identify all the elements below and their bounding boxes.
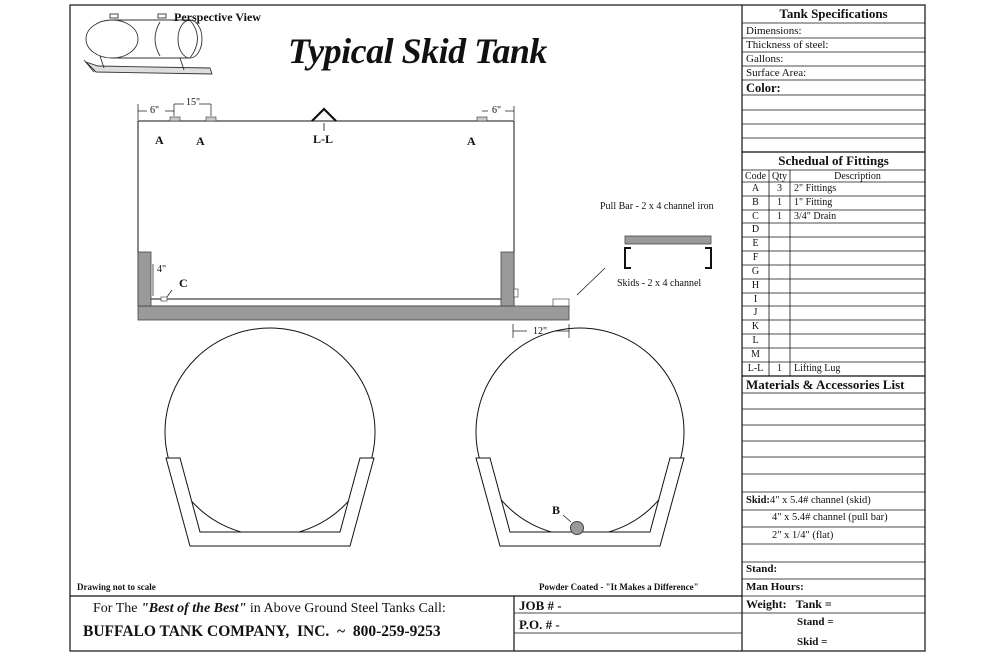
spec-thickness: Thickness of steel: — [746, 39, 829, 51]
fitting-description: Lifting Lug — [794, 363, 841, 374]
dim-6-left: 6" — [150, 105, 160, 116]
fitting-mark-a1: A — [155, 133, 164, 147]
skid-item-3: 2" x 1/4" (flat) — [772, 530, 834, 541]
perspective-sketch — [83, 13, 213, 75]
perspective-label: Perspective View — [174, 10, 261, 24]
powder-coated-note: Powder Coated - "It Makes a Difference" — [539, 582, 699, 592]
fitting-qty: 1 — [777, 211, 782, 222]
dim-6-right: 6" — [492, 105, 502, 116]
skid-item-2: 4" x 5.4# channel (pull bar) — [772, 512, 888, 523]
materials-header: Materials & Accessories List — [746, 377, 905, 392]
dim-4: 4" — [157, 264, 167, 275]
weight-skid: Skid = — [797, 636, 828, 648]
skid-label: Skid: — [746, 495, 770, 506]
job-label: JOB # - — [519, 598, 562, 613]
skids-label: Skids - 2 x 4 channel — [617, 278, 702, 289]
spec-surface-area: Surface Area: — [746, 67, 807, 79]
fittings-col-qty: Qty — [772, 171, 787, 182]
fitting-qty: 1 — [777, 197, 782, 208]
spec-color: Color: — [746, 81, 781, 95]
weight-label: Weight: — [746, 597, 787, 611]
footer-call-suffix: in Above Ground Steel Tanks Call: — [246, 601, 446, 616]
fittings-col-code: Code — [744, 171, 767, 182]
fitting-mark-ll: L-L — [313, 132, 334, 146]
fitting-code: M — [751, 349, 760, 360]
fitting-code: I — [753, 294, 758, 305]
side-elevation — [137, 103, 606, 338]
po-label: P.O. # - — [519, 617, 560, 632]
weight-tank: Tank = — [795, 597, 832, 611]
fitting-code: C — [752, 211, 759, 222]
fitting-code: K — [751, 321, 760, 332]
fittings-header: Schedual of Fittings — [778, 153, 889, 168]
fitting-code: H — [751, 280, 760, 291]
channel-detail — [624, 235, 712, 269]
fitting-code: L-L — [747, 363, 764, 374]
fitting-code: G — [751, 266, 760, 277]
fitting-qty: 1 — [777, 363, 782, 374]
stand-label: Stand: — [746, 563, 778, 575]
fitting-mark-a2: A — [196, 134, 205, 148]
fitting-mark-c: C — [179, 276, 188, 290]
footer-call-prefix: For The — [93, 601, 141, 616]
weight-row: Weight: Tank = — [746, 597, 832, 612]
pull-bar-label: Pull Bar - 2 x 4 channel iron — [600, 201, 714, 212]
dim-12: 12" — [533, 326, 548, 337]
fitting-code: D — [751, 224, 760, 235]
end-view-right — [475, 327, 685, 547]
fitting-code: A — [751, 183, 760, 194]
sheet-border — [69, 4, 926, 652]
fitting-code: J — [753, 307, 758, 318]
end-view-left — [164, 327, 376, 547]
fitting-description: 1" Fitting — [794, 197, 833, 208]
man-hours-label: Man Hours: — [746, 581, 804, 593]
not-to-scale-note: Drawing not to scale — [77, 582, 156, 592]
company-line: BUFFALO TANK COMPANY, INC. ~ 800-259-925… — [83, 623, 441, 640]
fittings-col-desc: Description — [834, 171, 881, 182]
fitting-code: L — [752, 335, 759, 346]
weight-stand: Stand = — [797, 616, 834, 628]
fitting-description: 2" Fittings — [794, 183, 837, 194]
dim-15: 15" — [186, 97, 201, 108]
spec-dimensions: Dimensions: — [746, 25, 802, 37]
skid-item-1: 4" x 5.4# channel (skid) — [769, 495, 871, 506]
fitting-code: F — [752, 252, 759, 263]
spec-grid — [742, 22, 925, 614]
fitting-code: B — [752, 197, 759, 208]
fitting-mark-b: B — [552, 503, 561, 517]
spec-gallons: Gallons: — [746, 53, 784, 65]
footer-call-line: For The "Best of the Best" in Above Grou… — [93, 601, 446, 617]
fitting-mark-a3: A — [467, 134, 476, 148]
fitting-qty: 3 — [777, 183, 782, 194]
fitting-code: E — [752, 238, 759, 249]
skid-row-1: Skid:4" x 5.4# channel (skid) — [746, 495, 871, 506]
tank-specs-header: Tank Specifications — [779, 6, 888, 21]
drawing-title: Typical Skid Tank — [288, 31, 547, 71]
footer-call-emph: "Best of the Best" — [140, 601, 247, 616]
fitting-description: 3/4" Drain — [794, 211, 837, 222]
